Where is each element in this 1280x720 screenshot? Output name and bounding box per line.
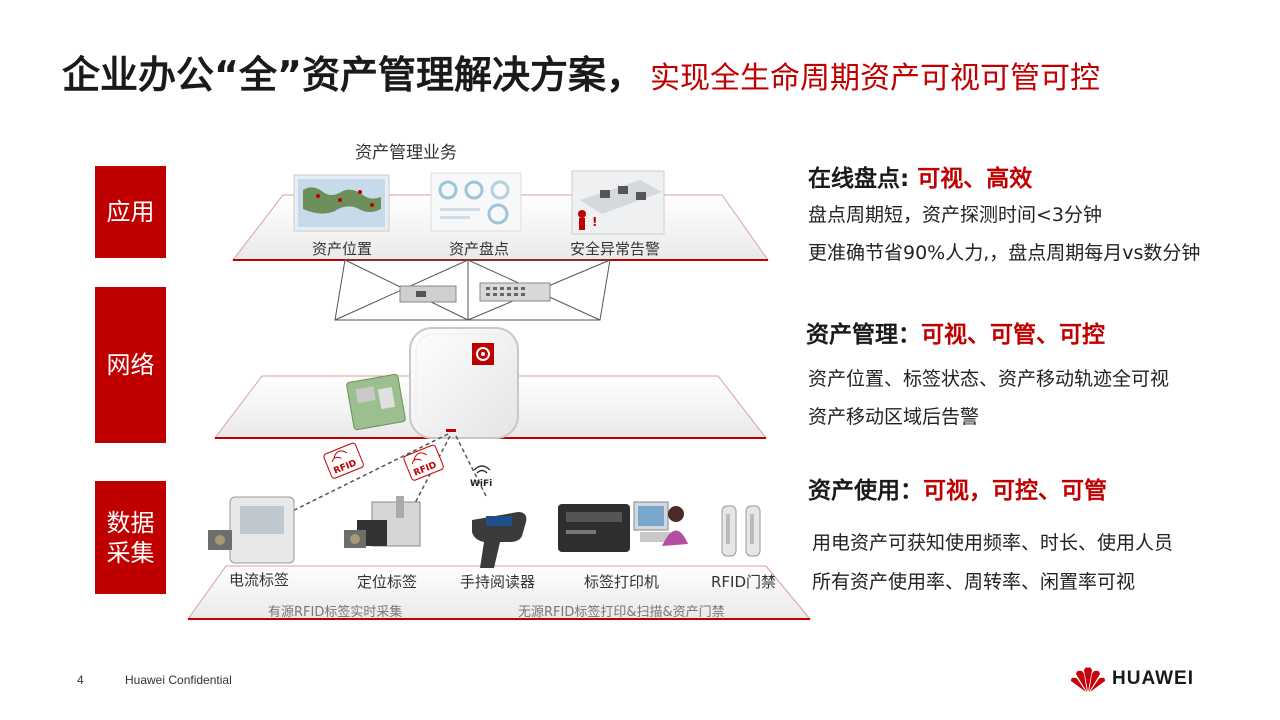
device-label-positioning-tag: 定位标签 [357, 571, 417, 592]
rfid-gate-icon [722, 506, 760, 556]
note-passive-rfid: 无源RFID标签打印&扫描&资产门禁 [518, 601, 725, 620]
app-label-alarm: 安全异常告警 [570, 238, 660, 259]
note-active-rfid: 有源RFID标签实时采集 [268, 601, 402, 620]
security-alarm-icon: ! [572, 171, 664, 234]
label-printer-icon [558, 504, 630, 552]
section-head-usage: 资产使用：可视，可控、可管 [808, 471, 1107, 505]
section-usage-line-2: 所有资产使用率、周转率、闲置率可视 [812, 567, 1135, 594]
device-label-handheld-reader: 手持阅读器 [460, 571, 535, 592]
huawei-flower-icon [1068, 664, 1108, 694]
huawei-logo: HUAWEI [1068, 664, 1194, 694]
rfid-tag-icon: RFID [323, 442, 364, 479]
device-label-label-printer: 标签打印机 [584, 571, 659, 592]
section-head-inventory: 在线盘点: 可视、高效 [808, 159, 1032, 193]
section-usage-line-1: 用电资产可获知使用频率、时长、使用人员 [812, 528, 1173, 555]
architecture-diagram: ! [0, 0, 820, 640]
svg-text:WiFi: WiFi [470, 479, 492, 489]
section-head-management: 资产管理：可视、可管、可控 [806, 315, 1105, 349]
network-connection-lines [335, 260, 610, 320]
section-inventory-line-1: 盘点周期短，资产探测时间<3分钟 [808, 200, 1102, 227]
brand-text: HUAWEI [1112, 668, 1194, 690]
router-icon [480, 283, 550, 301]
page-number: 4 [77, 673, 84, 687]
section-management-line-1: 资产位置、标签状态、资产移动轨迹全可视 [808, 364, 1169, 391]
iot-module-icon [346, 374, 406, 430]
handheld-reader-icon [472, 512, 526, 568]
device-label-current-tag: 电流标签 [229, 569, 289, 590]
asset-location-map-icon [294, 175, 389, 231]
asset-inventory-dashboard-icon [431, 173, 521, 231]
app-label-location: 资产位置 [312, 238, 372, 259]
computer-user-icon [634, 502, 688, 546]
device-label-rfid-gate: RFID门禁 [711, 571, 776, 592]
app-label-inventory: 资产盘点 [449, 238, 509, 259]
switch-icon [400, 286, 456, 302]
current-tag-machine-icon [208, 497, 294, 563]
business-label: 资产管理业务 [355, 138, 457, 163]
rfid-tag-icon-2: RFID [403, 444, 444, 481]
confidential-label: Huawei Confidential [125, 673, 232, 687]
access-point-icon [410, 328, 518, 438]
section-management-line-2: 资产移动区域后告警 [808, 402, 979, 429]
positioning-tag-machine-icon [344, 496, 420, 548]
section-inventory-line-2: 更准确节省90%人力,，盘点周期每月vs数分钟 [808, 238, 1200, 265]
svg-text:!: ! [592, 215, 597, 229]
